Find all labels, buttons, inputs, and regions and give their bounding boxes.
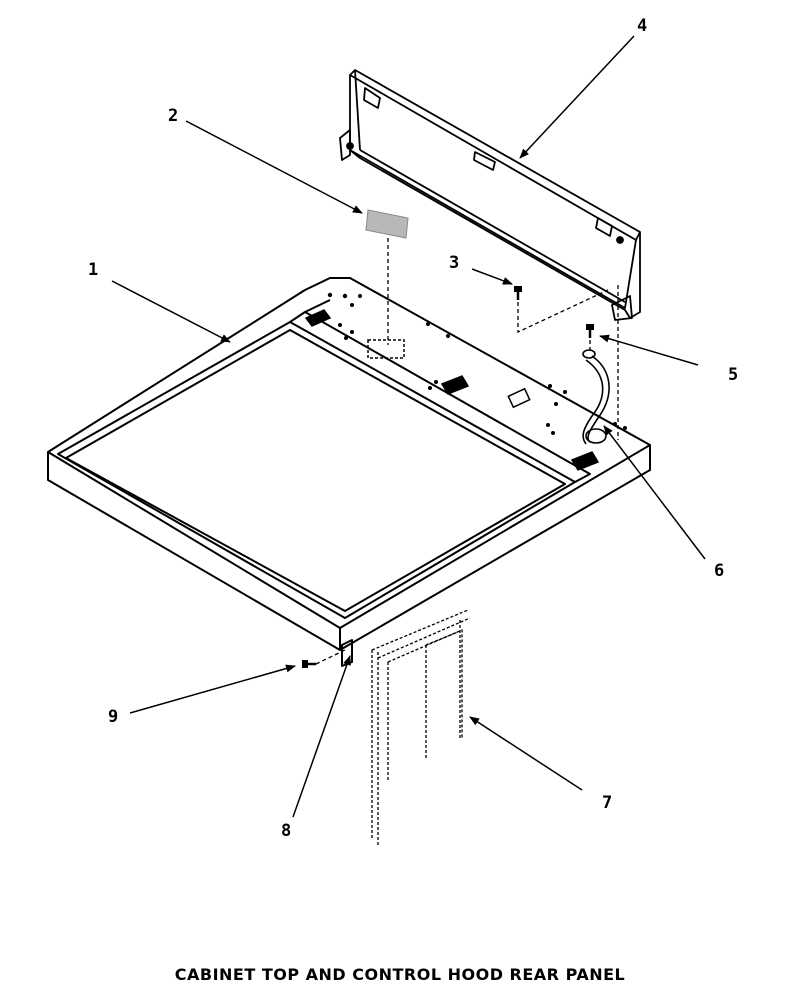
callout-8: 8	[281, 821, 291, 841]
cabinet-dashed-outline	[371, 609, 471, 845]
diagram-caption: CABINET TOP AND CONTROL HOOD REAR PANEL	[174, 965, 626, 984]
cabinet-top-details	[304, 292, 627, 471]
callout-3: 3	[449, 253, 459, 273]
screw-item-5	[586, 324, 594, 338]
cabinet-top	[47, 277, 651, 667]
callout-7: 7	[602, 793, 612, 813]
callout-numbers: 1 2 3 4 5 6 7 8 9	[88, 16, 738, 841]
callout-1: 1	[88, 260, 98, 280]
assembly-lines	[315, 238, 619, 665]
wire-harness	[582, 349, 610, 445]
leader-lines	[111, 35, 706, 818]
callout-6: 6	[714, 561, 724, 581]
callout-9: 9	[108, 707, 118, 727]
callout-4: 4	[637, 16, 647, 36]
control-hood-rear-panel	[339, 69, 641, 321]
callout-5: 5	[728, 365, 738, 385]
screw-item-3	[514, 286, 522, 300]
callout-2: 2	[168, 106, 178, 126]
screw-item-9	[302, 660, 316, 668]
label-part	[365, 209, 409, 239]
